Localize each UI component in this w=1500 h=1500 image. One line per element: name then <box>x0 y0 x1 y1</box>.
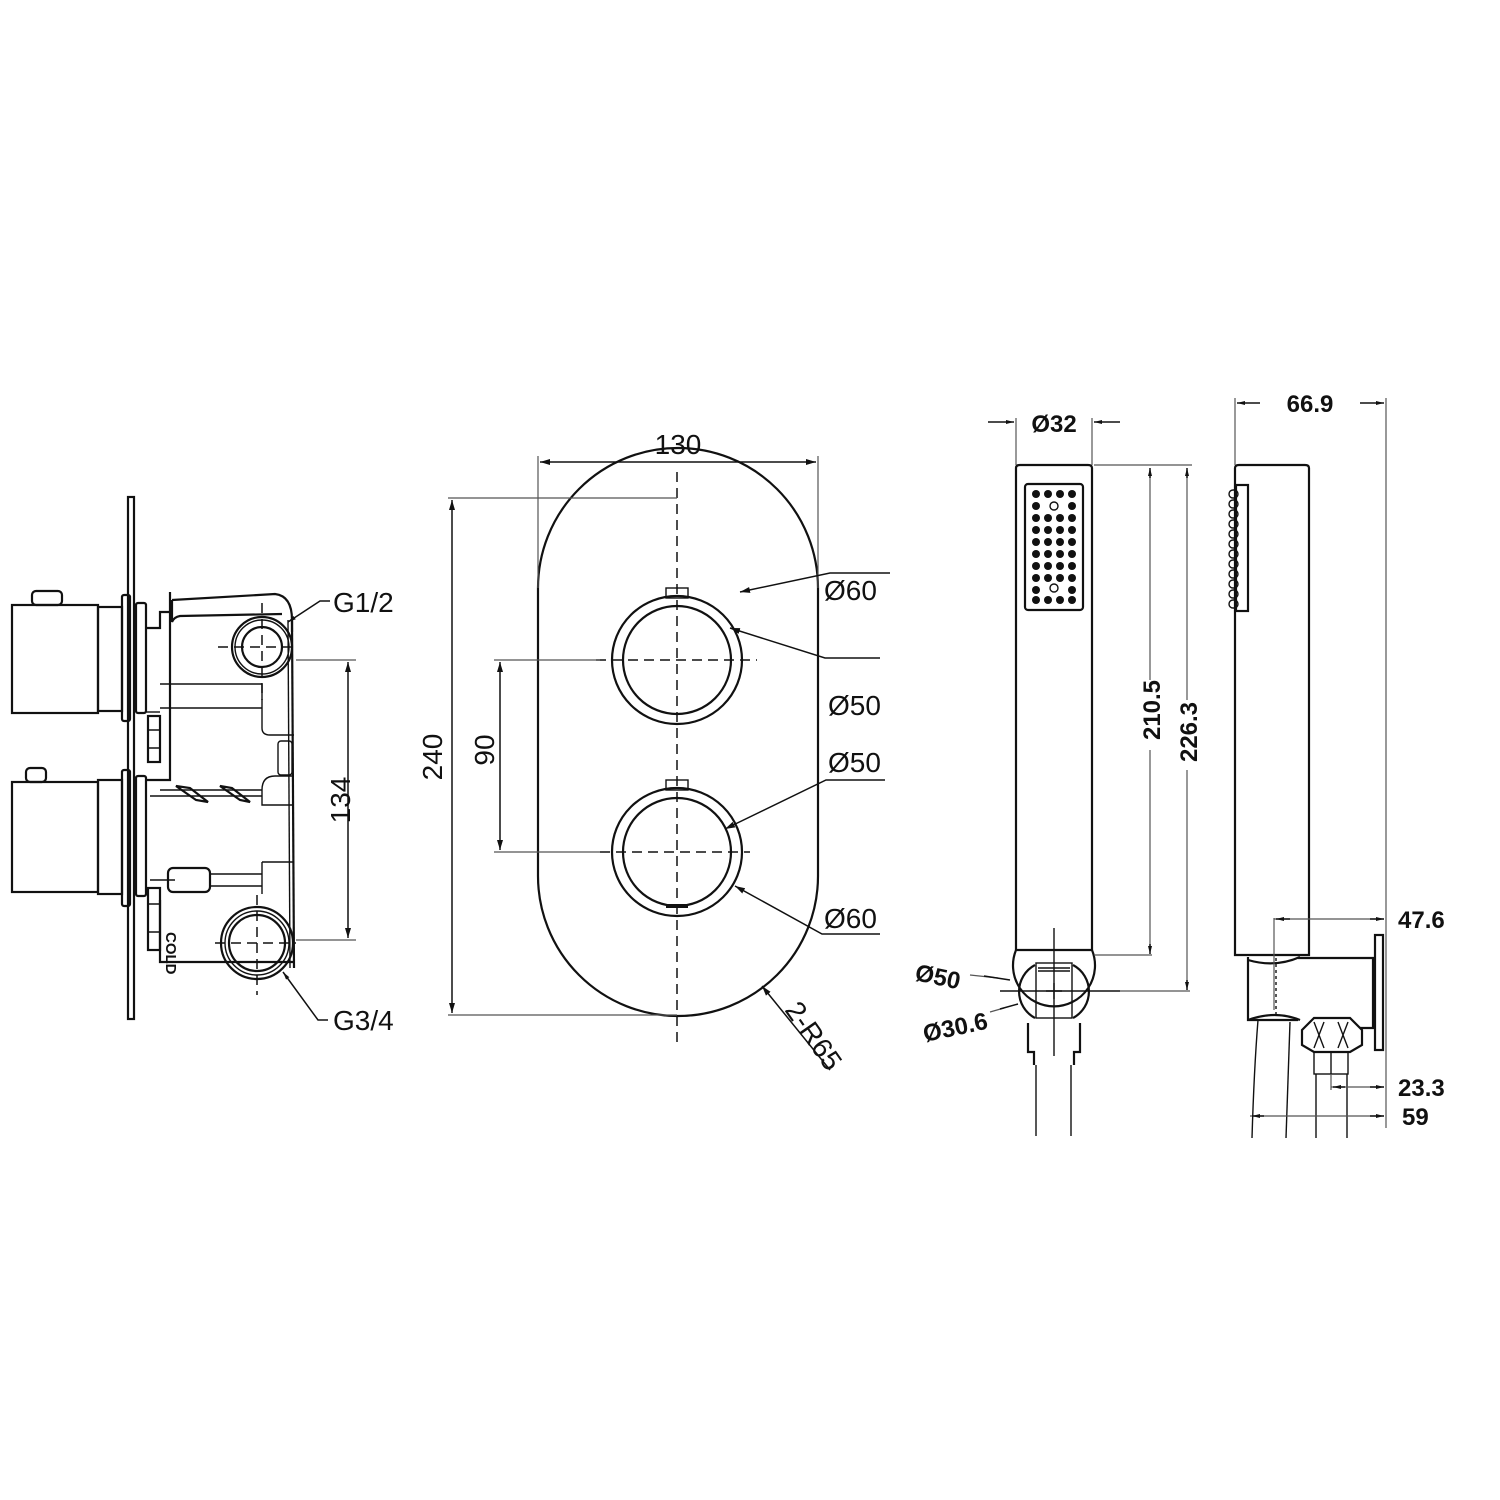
dim-width: 130 <box>655 429 702 460</box>
dim-overall-length: 226.3 <box>1176 702 1203 762</box>
cold-marking: COLD <box>162 932 179 975</box>
dim-bottom-inner-diameter: Ø50 <box>828 747 881 778</box>
dim-head-diameter: Ø32 <box>1031 411 1076 438</box>
spray-face <box>1023 482 1085 612</box>
dim-top-inner-diameter: Ø50 <box>828 690 881 721</box>
dim-bottom-outer-diameter: Ø60 <box>824 903 877 934</box>
dim-inlet-spacing: 134 <box>325 777 356 824</box>
top-handle <box>10 589 148 723</box>
dim-height: 240 <box>417 734 448 781</box>
hand-shower-front-view: Ø32 210.5 226.3 Ø50 Ø30.6 <box>913 411 1203 1136</box>
spray-side-nozzles <box>1228 489 1239 609</box>
top-handle-ring <box>596 587 757 726</box>
dim-holder-inner-diameter: Ø30.6 <box>921 1008 991 1048</box>
dim-holder-diameter: Ø50 <box>913 959 963 995</box>
dim-top-outer-diameter: Ø60 <box>824 575 877 606</box>
dim-hose-offset: 59 <box>1402 1104 1429 1131</box>
dim-outlet-offset: 23.3 <box>1398 1075 1445 1102</box>
inlet-bottom-label: G3/4 <box>333 1005 394 1036</box>
hand-shower-side-view: 66.9 47.6 23.3 59 <box>1228 391 1445 1139</box>
side-holder <box>1246 933 1385 1139</box>
dim-handle-spacing: 90 <box>469 734 500 765</box>
wall-holder <box>1000 928 1120 1136</box>
faceplate-front-view: 130 240 90 Ø60 Ø50 Ø50 Ø60 2-R65 <box>417 429 890 1076</box>
dim-corner-radius: 2-R65 <box>779 996 848 1076</box>
dim-overall-depth: 66.9 <box>1287 391 1334 418</box>
leader-top-outer <box>739 572 890 593</box>
valve-side-view: COLD G1/2 G3/4 134 <box>10 495 394 1036</box>
faceplate-outline <box>536 446 820 1018</box>
inlet-top-label: G1/2 <box>333 587 394 618</box>
inlet-top-fitting <box>218 603 296 700</box>
bottom-handle <box>10 766 148 908</box>
spray-nozzles <box>1032 490 1076 604</box>
dim-holder-axis-offset: 47.6 <box>1398 907 1445 934</box>
inlet-bottom-fitting: COLD <box>162 895 296 995</box>
wall-plate <box>126 495 136 1021</box>
wall-flange <box>1373 933 1385 1052</box>
bottom-handle-ring <box>600 779 750 918</box>
valve-body <box>146 592 296 969</box>
dim-length-to-holder: 210.5 <box>1139 680 1166 740</box>
